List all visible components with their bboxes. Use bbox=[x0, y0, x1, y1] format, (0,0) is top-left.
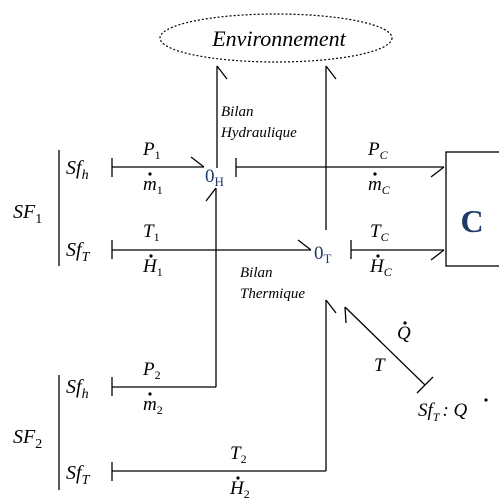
bilan-hydraulique-label: Bilan Hydraulique bbox=[220, 104, 297, 141]
bond-label-h1: H1 bbox=[142, 256, 163, 279]
bond-label-m2: m2 bbox=[143, 394, 163, 417]
dot-m1 bbox=[148, 172, 152, 176]
dot-m2 bbox=[148, 392, 152, 396]
component-c-box bbox=[445, 151, 499, 267]
bilan-thermique-label: Bilan Thermique bbox=[240, 265, 305, 302]
sf1-hydraulic-source: Sfh bbox=[66, 157, 89, 183]
bond-label-m1: m1 bbox=[143, 174, 163, 197]
hydraulic-junction: 0H bbox=[205, 166, 224, 189]
sf2-label: SF2 bbox=[13, 426, 42, 452]
sf2-hydraulic-source: Sfh bbox=[66, 376, 89, 402]
bond-label-t1: T1 bbox=[143, 221, 160, 244]
bond-sft1-to-0t bbox=[111, 239, 312, 259]
bond-label-hc: HC bbox=[369, 256, 393, 279]
thermal-to-environment-bond bbox=[325, 65, 337, 230]
bond-label-q: Q bbox=[397, 323, 411, 344]
bond-sfq-to-0t bbox=[344, 306, 434, 394]
bond-sfh1-to-0h bbox=[111, 156, 205, 177]
hydraulic-to-environment-bond bbox=[216, 65, 228, 168]
sf2-thermal-source: SfT bbox=[66, 462, 91, 488]
bond-label-pc: PC bbox=[367, 139, 389, 162]
heat-flow-source: SfT: Q bbox=[418, 400, 468, 424]
bond-label-h2: H2 bbox=[229, 478, 250, 501]
dot-hc bbox=[376, 254, 380, 258]
dot-h1 bbox=[149, 254, 153, 258]
bond-label-mc: mC bbox=[368, 174, 391, 197]
sf1-thermal-source: SfT bbox=[66, 239, 91, 265]
bond-0h-to-c bbox=[235, 158, 445, 178]
sf1-label: SF1 bbox=[13, 201, 42, 227]
bond-sfh2-to-0h bbox=[111, 187, 217, 396]
component-c-label: C bbox=[460, 203, 483, 239]
environment-label: Environnement bbox=[211, 26, 346, 51]
bond-label-p1: P1 bbox=[142, 139, 161, 162]
thermal-junction: 0T bbox=[314, 243, 332, 266]
environment-node bbox=[159, 13, 393, 63]
dot-q bbox=[403, 321, 407, 325]
bond-label-t: T bbox=[374, 355, 386, 376]
bond-label-p2: P2 bbox=[142, 359, 161, 382]
bond-label-t2: T2 bbox=[230, 443, 247, 466]
dot-sfq bbox=[484, 398, 488, 402]
dot-mc bbox=[373, 172, 377, 176]
bond-0t-to-c bbox=[350, 240, 445, 261]
dot-h2 bbox=[236, 476, 240, 480]
bond-sft2-to-0t bbox=[111, 299, 337, 481]
bond-label-tc: TC bbox=[370, 221, 390, 244]
